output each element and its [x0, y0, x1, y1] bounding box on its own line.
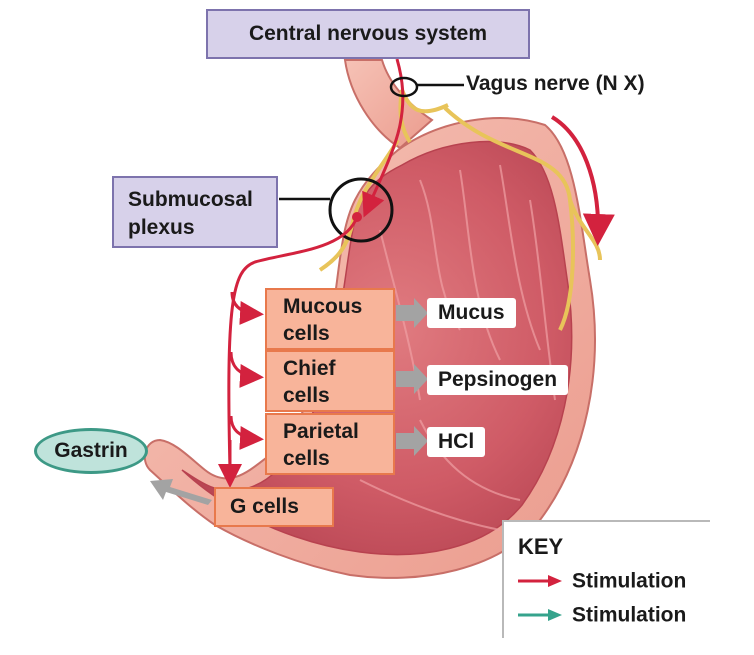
chief-cells-box: Chief cells [265, 350, 395, 412]
gastrin-label: Gastrin [34, 428, 148, 474]
hcl-label: HCl [428, 428, 485, 456]
hcl-arrow [396, 426, 428, 456]
esophagus [343, 59, 434, 150]
parietal-cells-box: Parietal cells [265, 413, 395, 475]
cell-line2: cells [283, 447, 330, 470]
key-item-green: Stimulation [518, 603, 686, 627]
vagus-ring [389, 76, 419, 98]
cell-line1: Mucous [283, 295, 363, 318]
gastrin-arrow [150, 479, 212, 505]
key-item-label: Stimulation [572, 603, 687, 627]
pepsinogen-arrow [396, 364, 428, 394]
plexus-label-line1: Submucosal [128, 188, 253, 211]
submucosal-plexus-label: Submucosal plexus [112, 176, 278, 248]
pepsinogen-label: Pepsinogen [428, 366, 568, 394]
key-title: KEY [518, 534, 564, 559]
cell-line2: cells [283, 384, 330, 407]
peristalsis-arrow [550, 115, 615, 246]
plexus-label-line2: plexus [128, 216, 195, 239]
secretion-arrows [150, 298, 428, 505]
mucus-label: Mucus [428, 299, 515, 327]
g-cells-box: G cells [214, 487, 334, 527]
key-legend: KEY Stimulation Stimulation [502, 520, 710, 638]
mucus-arrow [396, 298, 428, 328]
plexus-circle [328, 177, 394, 243]
plexus-nerves [218, 216, 359, 488]
key-item-label: Stimulation [572, 569, 687, 593]
key-item-red: Stimulation [518, 569, 686, 593]
mucous-cells-box: Mucous cells [265, 288, 395, 350]
red-arrow-icon [518, 575, 562, 588]
green-arrow-icon [518, 609, 562, 622]
cell-line1: Chief [283, 357, 336, 380]
cell-line2: cells [283, 322, 330, 345]
cns-label: Central nervous system [206, 9, 530, 59]
cell-line1: Parietal [283, 420, 359, 443]
vagus-nerve-label: Vagus nerve (N X) [466, 72, 645, 95]
